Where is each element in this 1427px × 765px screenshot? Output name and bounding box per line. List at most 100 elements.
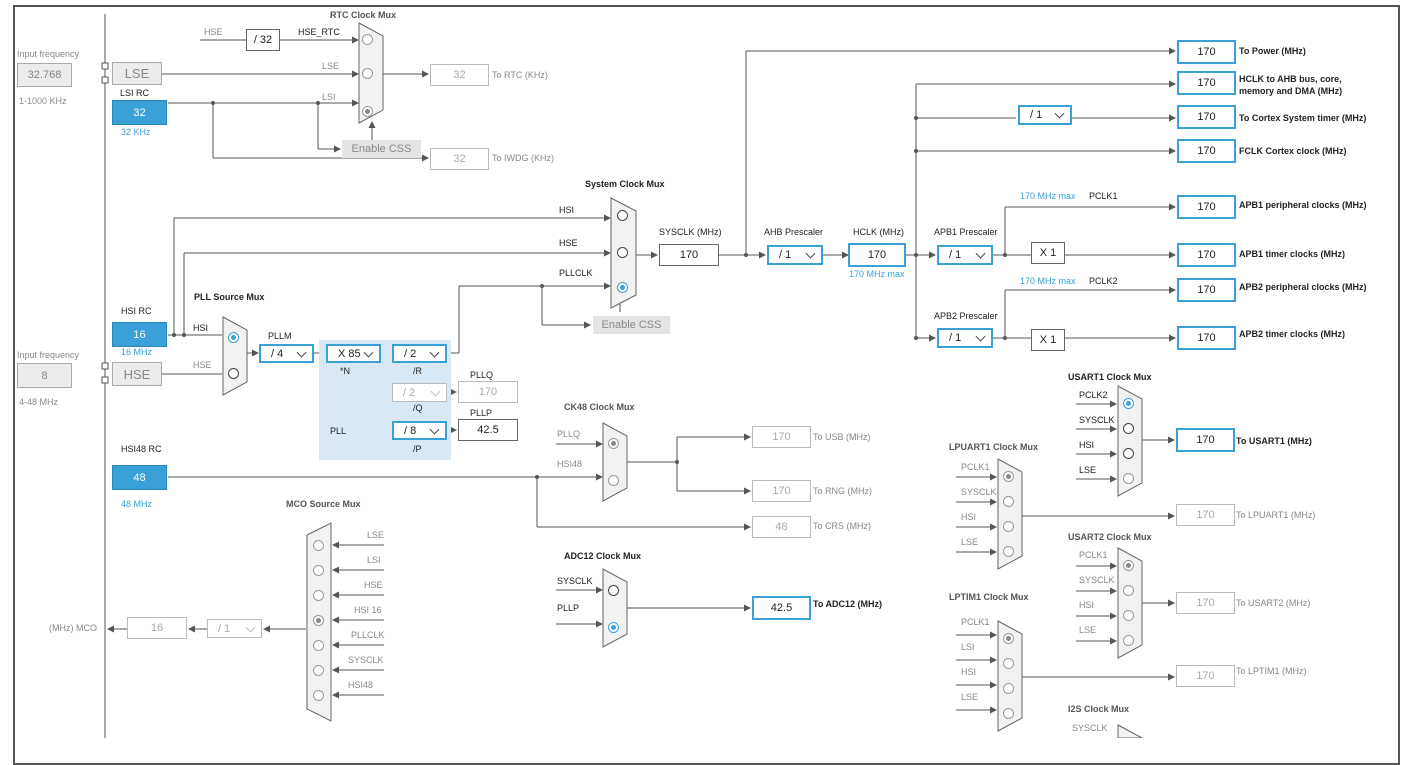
lsi-rc-title: LSI RC	[120, 88, 150, 98]
lptim1-radio-pclk1[interactable]	[1003, 633, 1014, 644]
lpuart1-mux-shape	[997, 458, 1023, 570]
lpuart1-radio-sysclk[interactable]	[1003, 496, 1014, 507]
pllm-select[interactable]: / 4	[259, 344, 314, 363]
mco-div-select[interactable]: / 1	[207, 619, 262, 638]
sysmux-radio-hse[interactable]	[617, 247, 628, 258]
usart1-mux-shape	[1117, 385, 1143, 497]
ck48-radio-pllq[interactable]	[608, 438, 619, 449]
lptim1-input-lsi: LSI	[961, 642, 975, 652]
mco-radio-hsi16[interactable]	[313, 615, 324, 626]
adc-value-box[interactable]: 42.5	[752, 596, 811, 620]
sysclk-label: SYSCLK (MHz)	[659, 227, 722, 237]
hse-freq-input[interactable]: 8	[17, 363, 72, 388]
usart1-input-sysclk: SYSCLK	[1079, 415, 1115, 425]
lpuart1-radio-lse[interactable]	[1003, 546, 1014, 557]
usart1-radio-lse[interactable]	[1123, 473, 1134, 484]
hsi48-rc-box[interactable]: 48	[112, 465, 167, 490]
pll-source-mux-title: PLL Source Mux	[194, 292, 265, 302]
fclk-value-box[interactable]: 170	[1177, 139, 1236, 163]
mco-value-box: 16	[127, 617, 187, 639]
usart2-radio-sysclk[interactable]	[1123, 585, 1134, 596]
apb2-prescaler-select[interactable]: / 1	[937, 328, 993, 348]
apb1-periph-value-box[interactable]: 170	[1177, 195, 1236, 219]
adc-radio-sysclk[interactable]	[608, 585, 619, 596]
hse-source-box[interactable]: HSE	[112, 362, 162, 386]
pllq-label: PLLQ	[470, 370, 494, 380]
apb1-prescaler-value: / 1	[949, 249, 962, 261]
ahb-prescaler-select[interactable]: / 1	[767, 245, 823, 265]
ck48-radio-hsi48[interactable]	[608, 475, 619, 486]
rtc-radio-lse[interactable]	[362, 68, 373, 79]
mco-input-pllclk: PLLCLK	[351, 630, 385, 640]
rtc-radio-lsi[interactable]	[362, 106, 373, 117]
pll-source-radio-hse[interactable]	[228, 368, 239, 379]
usart1-radio-sysclk[interactable]	[1123, 423, 1134, 434]
lpuart1-radio-pclk1[interactable]	[1003, 471, 1014, 482]
mco-radio-sysclk[interactable]	[313, 665, 324, 676]
sysmux-radio-hsi[interactable]	[617, 210, 628, 221]
sysmux-enable-css-button[interactable]: Enable CSS	[593, 316, 670, 334]
usart1-radio-hsi[interactable]	[1123, 448, 1134, 459]
rtc-hse-div-box[interactable]: / 32	[246, 29, 280, 51]
hse-freq-caption: Input frequency	[17, 350, 80, 360]
pllp-div-value: / 8	[404, 424, 417, 437]
ck48-hsi48-label: HSI48	[557, 459, 583, 469]
rtc-hse-label: HSE	[204, 27, 223, 37]
mco-radio-hse[interactable]	[313, 590, 324, 601]
rtc-output-box: 32	[430, 64, 489, 86]
lsi-rc-box[interactable]: 32	[112, 100, 167, 125]
apb2-timer-label: APB2 timer clocks (MHz)	[1239, 329, 1346, 339]
usart1-radio-pclk2[interactable]	[1123, 398, 1134, 409]
pllq-select[interactable]: / 2	[392, 383, 447, 402]
apb1-prescaler-select[interactable]: / 1	[937, 245, 993, 265]
mco-radio-lsi[interactable]	[313, 565, 324, 576]
mco-radio-lse[interactable]	[313, 540, 324, 551]
pclk2-label: PCLK2	[1089, 276, 1118, 286]
mco-radio-pllclk[interactable]	[313, 640, 324, 651]
usart2-radio-lse[interactable]	[1123, 635, 1134, 646]
pllp-select[interactable]: / 8	[392, 421, 447, 440]
apb2-periph-value-box[interactable]: 170	[1177, 278, 1236, 302]
usart1-input-pclk2: PCLK2	[1079, 390, 1108, 400]
lpuart1-radio-hsi[interactable]	[1003, 521, 1014, 532]
usb-label: To USB (MHz)	[813, 432, 871, 442]
lsi-rc-sub: 32 KHz	[121, 127, 151, 137]
usart2-radio-hsi[interactable]	[1123, 610, 1134, 621]
lptim1-radio-lse[interactable]	[1003, 708, 1014, 719]
lse-source-box[interactable]: LSE	[112, 62, 162, 85]
pll-source-radio-hsi[interactable]	[228, 332, 239, 343]
usart2-input-hsi: HSI	[1079, 600, 1095, 610]
usart2-radio-pclk1[interactable]	[1123, 560, 1134, 571]
lpuart1-input-sysclk: SYSCLK	[961, 487, 997, 497]
power-value-box[interactable]: 170	[1177, 40, 1236, 64]
cortex-timer-value-box[interactable]: 170	[1177, 105, 1236, 129]
hsi-rc-box[interactable]: 16	[112, 322, 167, 347]
usart2-input-pclk1: PCLK1	[1079, 550, 1108, 560]
usart1-value-box[interactable]: 170	[1176, 428, 1235, 452]
hclk-value-box[interactable]: 170	[848, 243, 906, 267]
apb2-timer-value-box[interactable]: 170	[1177, 326, 1236, 350]
pllr-select[interactable]: / 2	[392, 344, 447, 363]
lptim1-radio-hsi[interactable]	[1003, 683, 1014, 694]
cortex-timer-label: To Cortex System timer (MHz)	[1239, 113, 1367, 123]
lse-freq-input[interactable]: 32.768	[17, 63, 72, 87]
mco-input-sysclk: SYSCLK	[348, 655, 384, 665]
pll-source-hsi-label: HSI	[193, 323, 209, 333]
rtc-radio-hse[interactable]	[362, 34, 373, 45]
mco-mux-title: MCO Source Mux	[286, 499, 361, 509]
adc-radio-pllp[interactable]	[608, 622, 619, 633]
lptim1-radio-lsi[interactable]	[1003, 658, 1014, 669]
rtc-output-label: To RTC (KHz)	[492, 70, 548, 80]
pll-block-label: PLL	[330, 426, 347, 436]
lpuart1-input-lse: LSE	[961, 537, 979, 547]
sysmux-pllclk-label: PLLCLK	[559, 268, 593, 278]
plln-select[interactable]: X 85	[326, 344, 381, 363]
pll-source-mux-shape	[222, 316, 248, 396]
apb1-timer-value-box[interactable]: 170	[1177, 243, 1236, 267]
mco-radio-hsi48[interactable]	[313, 690, 324, 701]
hclk-ahb-value-box[interactable]: 170	[1177, 71, 1236, 95]
cortex-timer-div-select[interactable]: / 1	[1018, 105, 1072, 125]
rtc-enable-css-button[interactable]: Enable CSS	[342, 140, 421, 158]
sysmux-radio-pllclk[interactable]	[617, 282, 628, 293]
pllr-label: /R	[413, 366, 422, 376]
